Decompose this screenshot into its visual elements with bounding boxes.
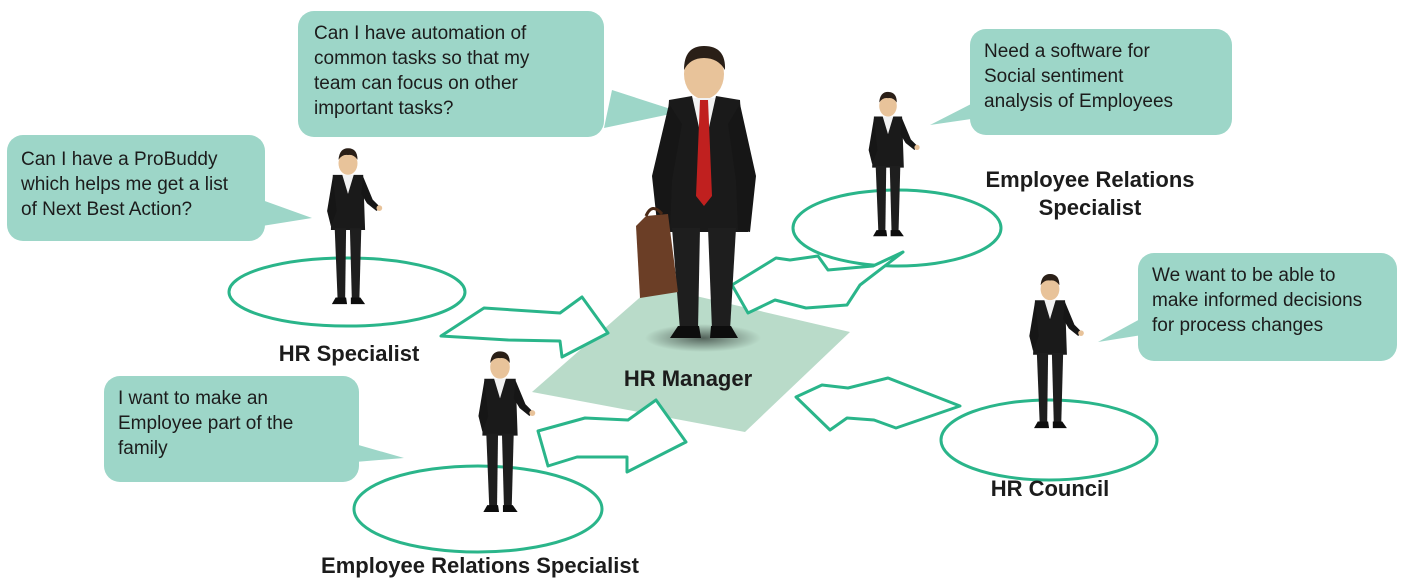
- hr-council-bubble-tail: [1098, 318, 1142, 342]
- hr-council-ring: [939, 398, 1159, 482]
- arrow-employee-relations-top: [730, 250, 905, 315]
- employee-relations-bottom-ring: [352, 464, 604, 554]
- hr-manager-speech-text: Can I have automation of common tasks so…: [314, 23, 530, 119]
- hr-manager-speech-bubble: Can I have automation of common tasks so…: [298, 11, 604, 137]
- arrow-hr-specialist: [439, 295, 610, 359]
- hr-specialist-label: HR Specialist: [278, 341, 420, 366]
- arrow-hr-council: [794, 376, 962, 432]
- briefcase-icon: [636, 214, 678, 298]
- manager-bubble-tail: [604, 90, 680, 128]
- employee-relations-top-figure: [868, 91, 920, 237]
- hr-specialist-ring: [227, 256, 467, 328]
- hr-specialist-bubble-tail: [262, 200, 312, 226]
- hr-specialist-speech-bubble: Can I have a ProBuddy which helps me get…: [7, 135, 265, 241]
- employee-relations-top-speech-text: Need a software for Social sentiment ana…: [984, 41, 1174, 112]
- hr-council-label: HR Council: [990, 476, 1110, 501]
- manager-platform: [532, 286, 850, 432]
- hr-specialist-figure: [327, 148, 383, 305]
- employee-relations-bottom-bubble-tail: [355, 444, 404, 462]
- hr-manager-figure: [636, 46, 756, 338]
- hr-specialist-speech-text: Can I have a ProBuddy which helps me get…: [21, 149, 228, 220]
- hr-council-speech-bubble: We want to be able to make informed deci…: [1138, 253, 1397, 361]
- employee-relations-bottom-speech-text: I want to make an Employee part of the f…: [118, 388, 294, 459]
- hr-council-speech-text: We want to be able to make informed deci…: [1152, 265, 1363, 336]
- employee-relations-top-label: Employee Relations Specialist: [985, 167, 1195, 220]
- employee-relations-top-bubble-tail: [930, 102, 978, 125]
- hr-manager-label: HR Manager: [623, 366, 753, 391]
- employee-relations-top-speech-bubble: Need a software for Social sentiment ana…: [970, 29, 1232, 135]
- employee-relations-bottom-label: Employee Relations Specialist: [321, 553, 639, 578]
- employee-relations-bottom-speech-bubble: I want to make an Employee part of the f…: [104, 376, 359, 482]
- hr-council-figure: [1029, 273, 1084, 429]
- arrow-employee-relations-bottom: [536, 398, 688, 474]
- employee-relations-bottom-figure: [478, 351, 536, 513]
